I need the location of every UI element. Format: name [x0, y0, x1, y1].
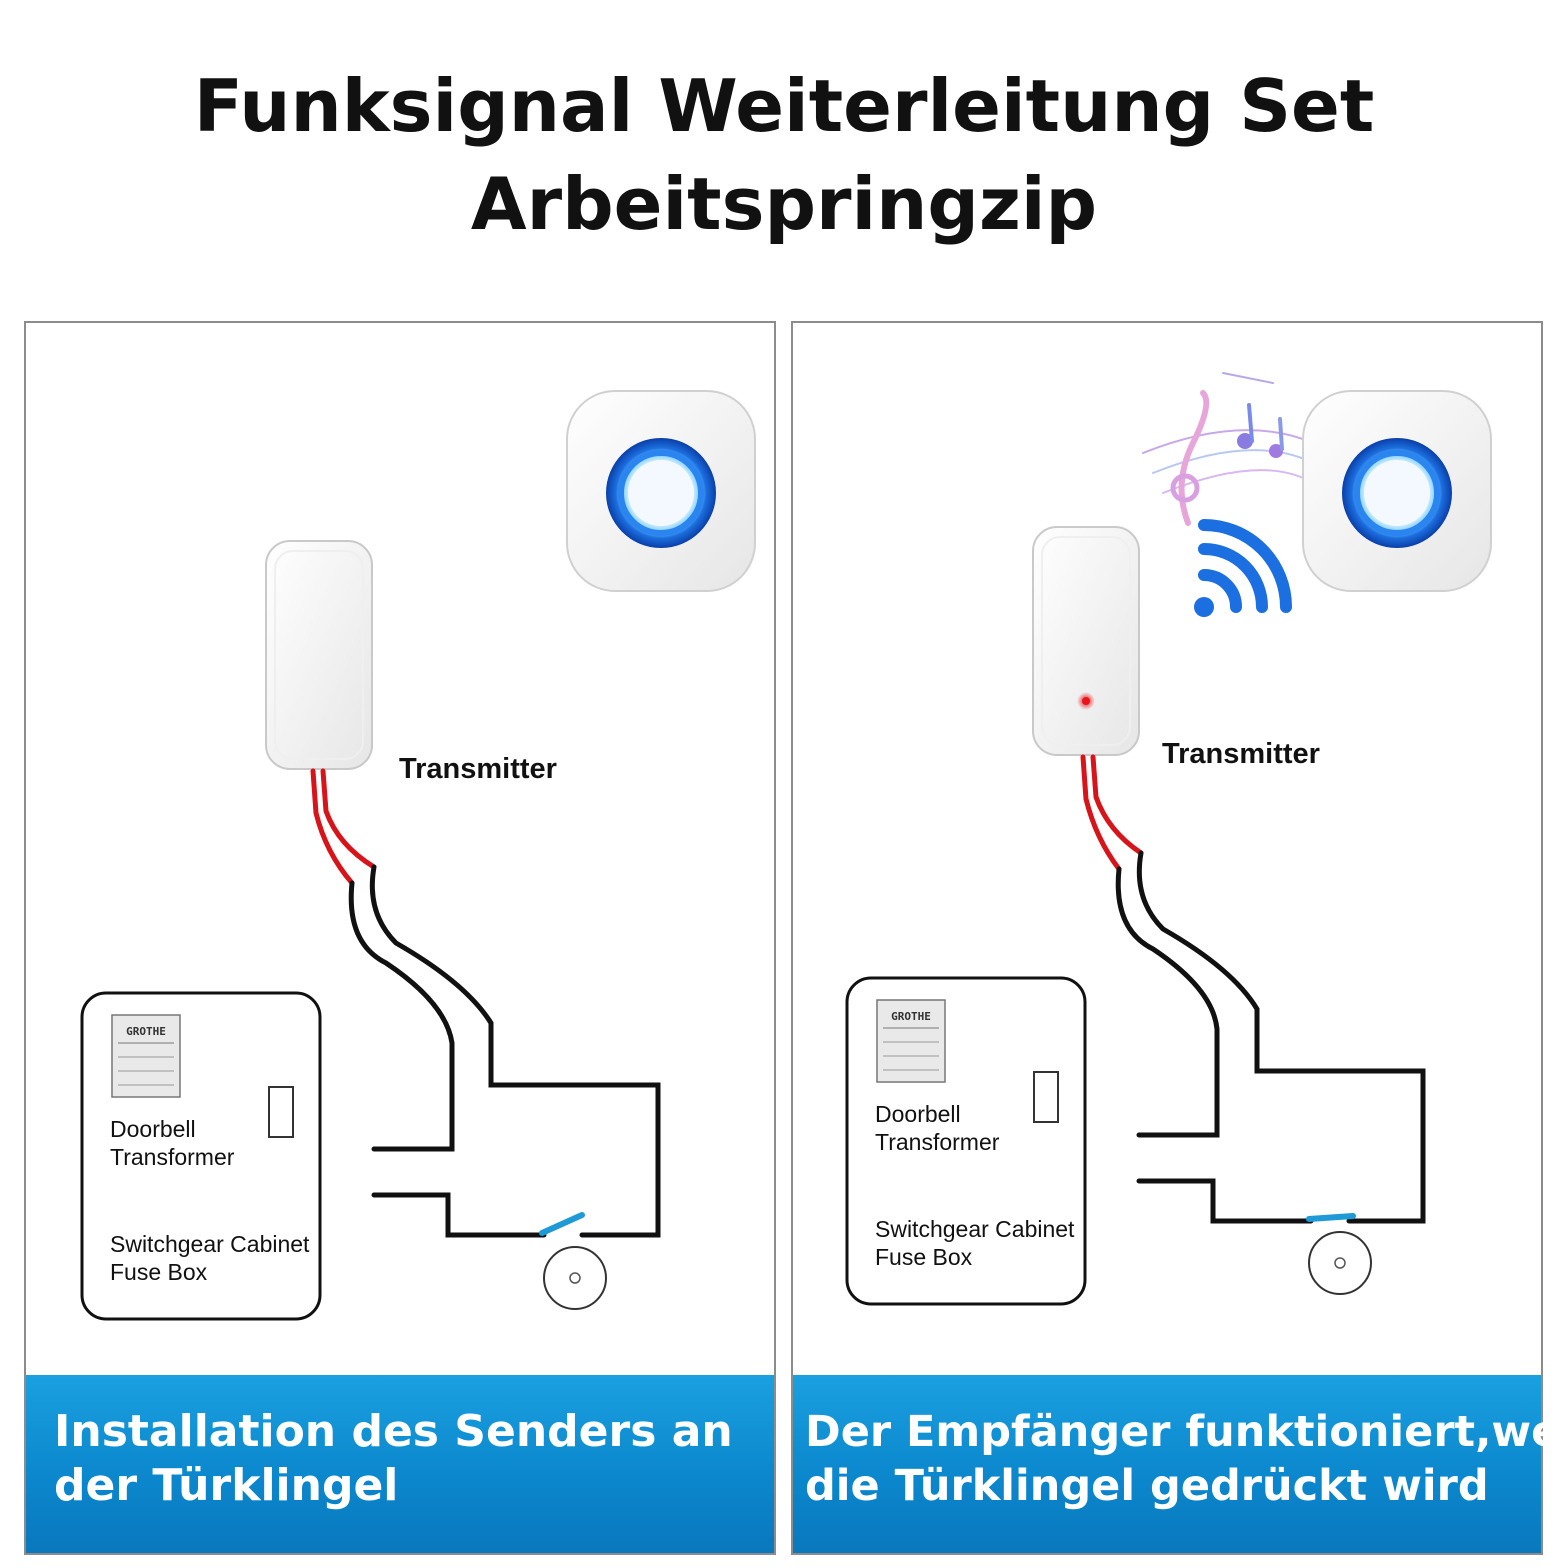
caption-operation: Der Empfänger funktioniert,wenn die Türk… [793, 1375, 1568, 1553]
page-subtitle: Arbeitspringzip [470, 162, 1098, 246]
transmitter-device-icon [265, 540, 373, 770]
doorbell-switch-closed [1306, 1213, 1356, 1222]
panel-installation: GROTHE Transmitter Doorbell Transformer … [24, 321, 776, 1555]
cabinet-label: Switchgear Cabinet Fuse Box [875, 1216, 1075, 1270]
transformer-label: Doorbell Transformer [875, 1101, 1000, 1155]
music-notes-icon [1142, 372, 1314, 526]
caption-installation: Installation des Senders an der Türkling… [26, 1375, 774, 1553]
transmitter-device-icon [1032, 526, 1140, 756]
doorbell-switch-open [539, 1212, 585, 1236]
doorbell-button-icon [1308, 1231, 1372, 1295]
transformer-label: Doorbell Transformer [110, 1116, 235, 1170]
transmitter-label: Transmitter [399, 753, 557, 785]
transformer-plate-icon: GROTHE [876, 999, 946, 1083]
transmitter-label: Transmitter [1162, 738, 1320, 770]
transmitter-wires [310, 768, 661, 1238]
breaker-icon [1033, 1071, 1059, 1123]
breaker-icon [268, 1086, 294, 1138]
receiver-chime-icon [566, 390, 756, 592]
receiver-chime-icon [1302, 390, 1492, 592]
wiring-diagram-left: GROTHE [80, 390, 756, 1321]
wifi-signal-icon [1194, 519, 1292, 617]
svg-text:GROTHE: GROTHE [126, 1025, 166, 1038]
transformer-plate-icon: GROTHE [111, 1014, 181, 1098]
transmitter-wires [1080, 754, 1426, 1224]
wiring-diagram-right: GROTHE [845, 372, 1492, 1306]
svg-text:GROTHE: GROTHE [891, 1010, 931, 1023]
cabinet-label: Switchgear Cabinet Fuse Box [110, 1231, 310, 1285]
page-title: Funksignal Weiterleitung Set [193, 64, 1375, 148]
panel-operation: GROTHE Transmitter Doorbell Transformer … [791, 321, 1568, 1555]
doorbell-button-icon [543, 1246, 607, 1310]
